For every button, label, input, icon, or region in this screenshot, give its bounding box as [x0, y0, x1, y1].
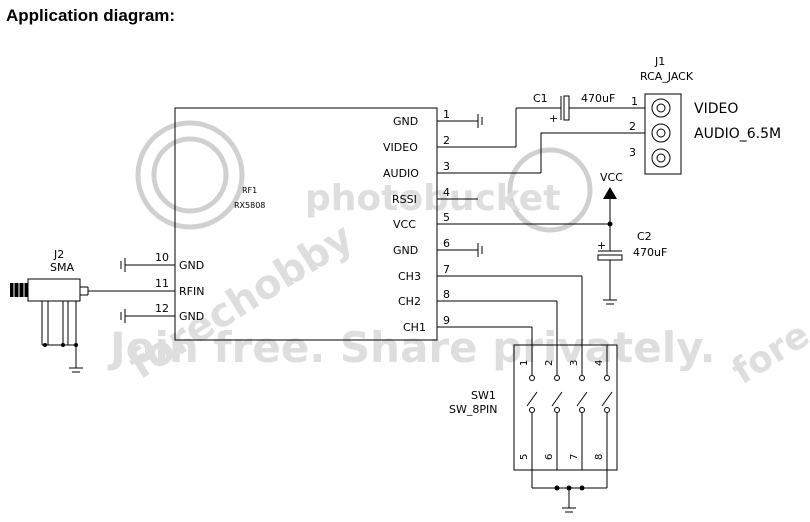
watermark-logo-ring-inner [151, 136, 229, 214]
audio-wire [540, 132, 645, 173]
sw1-pin-8: 8 [594, 454, 605, 460]
module-right-pins: GND 1 VIDEO 2 AUDIO 3 RSSI 4 VCC 5 GND 6… [383, 108, 610, 334]
pin-label-rssi: RSSI [392, 193, 417, 206]
j2-ref: J2 [53, 248, 64, 261]
sw1-pin-2: 2 [544, 360, 555, 366]
pin-number-6: 6 [443, 237, 450, 250]
watermark-photobucket: photobucket [305, 178, 560, 219]
vcc-and-c2: VCC C2 470uF + [597, 171, 667, 305]
j1-pin-1: 1 [631, 95, 638, 108]
pin-label-vcc: VCC [393, 218, 416, 231]
sw1-pin-4: 4 [594, 360, 605, 366]
c1-polarity: + [549, 112, 558, 125]
c1-value: 470uF [581, 92, 615, 105]
video-output-label: VIDEO [694, 101, 738, 117]
dip-switch-sw1: SW1 SW_8PIN 1 5 2 6 [449, 276, 618, 513]
pin-label-ch2: CH2 [398, 295, 421, 308]
rca-jack-j1: J1 RCA_JACK 1 2 3 VIDEO AUDIO_6.5M [629, 55, 781, 175]
pin-number-12: 12 [155, 302, 169, 315]
sw1-value: SW_8PIN [449, 403, 497, 416]
rf-module-value: RX5808 [234, 201, 265, 210]
pin-number-10: 10 [155, 251, 169, 264]
pin-label-audio: AUDIO [383, 167, 419, 180]
pin-number-1: 1 [443, 108, 450, 121]
watermark-logo-ring [135, 120, 245, 230]
sw1-pin-1: 1 [519, 360, 530, 366]
sw1-pin-7: 7 [569, 454, 580, 460]
pin-label-gnd-6: GND [393, 244, 418, 257]
pin-number-3: 3 [443, 160, 450, 173]
rf-module-ref: RF1 [242, 186, 257, 195]
sw1-pin-6: 6 [544, 454, 555, 460]
watermark-layer: photobucket forechobby Join free. Share … [107, 120, 810, 393]
pin-label-video: VIDEO [383, 141, 418, 154]
vcc-label: VCC [600, 171, 623, 184]
j2-value: SMA [50, 261, 74, 274]
pin-number-4: 4 [443, 186, 450, 199]
watermark-logo-ring-2 [507, 147, 593, 233]
pin-label-gnd-1: GND [393, 115, 418, 128]
c2-ref: C2 [637, 230, 652, 243]
c1-ref: C1 [533, 92, 548, 105]
pin-number-11: 11 [155, 277, 169, 290]
pin-label-gnd-12: GND [179, 310, 204, 323]
pin-label-gnd-10: GND [179, 259, 204, 272]
watermark-fore: fore [725, 314, 810, 393]
sw1-pin-3: 3 [569, 360, 580, 366]
sma-connector-j2: J2 SMA [10, 248, 89, 373]
pin-number-7: 7 [443, 263, 450, 276]
page-heading: Application diagram: [6, 6, 176, 25]
capacitor-c1: C1 470uF + [515, 92, 645, 147]
pin-label-rfin: RFIN [179, 285, 204, 298]
pin-number-8: 8 [443, 288, 450, 301]
pin-label-ch1: CH1 [403, 321, 426, 334]
j1-ref: J1 [654, 55, 665, 68]
c2-polarity: + [597, 239, 606, 252]
c2-value: 470uF [633, 246, 667, 259]
pin-number-9: 9 [443, 314, 450, 327]
sw1-pin-5: 5 [519, 454, 530, 460]
sw1-ref: SW1 [471, 389, 496, 402]
j1-value: RCA_JACK [640, 70, 694, 83]
audio-output-label: AUDIO_6.5M [694, 126, 781, 142]
module-left-pins: GND 10 RFIN 11 GND 12 [88, 251, 204, 323]
vcc-arrow-icon [603, 187, 617, 199]
j1-pin-2: 2 [629, 120, 636, 133]
pin-number-2: 2 [443, 134, 450, 147]
pin-label-ch3: CH3 [398, 270, 421, 283]
watermark-join-free: Join free. Share privately. [107, 323, 716, 372]
pin-number-5: 5 [443, 211, 450, 224]
j1-pin-3: 3 [629, 146, 636, 159]
